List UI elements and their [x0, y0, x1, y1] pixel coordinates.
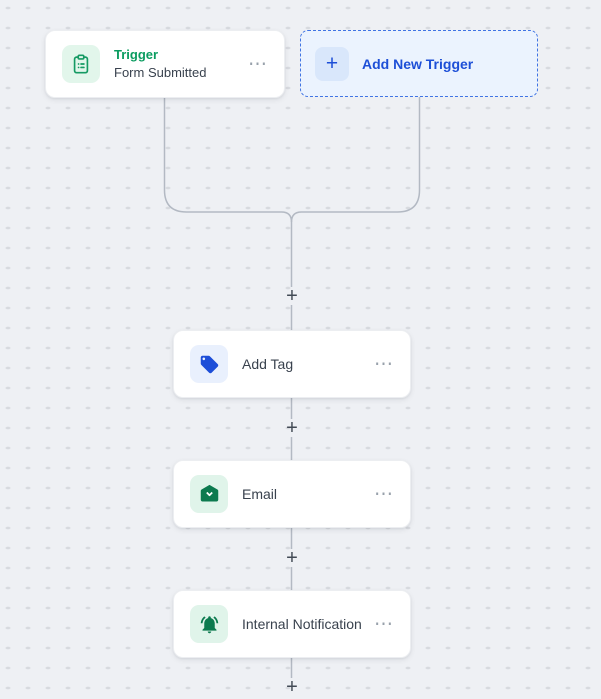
trigger-title: Trigger: [114, 47, 159, 63]
clipboard-icon: [62, 45, 100, 83]
action-card-add-tag[interactable]: Add Tag ⋯: [173, 330, 411, 398]
tag-icon: [190, 345, 228, 383]
trigger-card[interactable]: Trigger Form Submitted ⋯: [45, 30, 285, 98]
add-new-trigger-label: Add New Trigger: [362, 55, 474, 72]
add-step-button-2[interactable]: +: [286, 417, 298, 439]
connector-left-branch: [163, 98, 293, 223]
add-step-button-3[interactable]: +: [286, 547, 298, 569]
action-card-email[interactable]: Email ⋯: [173, 460, 411, 528]
action-label: Email: [242, 486, 278, 502]
trigger-menu-button[interactable]: ⋯: [248, 53, 268, 75]
trigger-subtitle: Form Submitted: [114, 65, 207, 80]
bell-icon: [190, 605, 228, 643]
action-label: Internal Notification: [242, 616, 362, 632]
action-menu-button[interactable]: ⋯: [374, 483, 394, 505]
action-card-internal-notification[interactable]: Internal Notification ⋯: [173, 590, 411, 658]
envelope-open-icon: [190, 475, 228, 513]
add-step-button-4[interactable]: +: [286, 676, 298, 698]
action-menu-button[interactable]: ⋯: [374, 613, 394, 635]
plus-icon: +: [315, 46, 349, 81]
action-label: Add Tag: [242, 356, 294, 372]
add-new-trigger-button[interactable]: + Add New Trigger: [300, 30, 538, 97]
action-menu-button[interactable]: ⋯: [374, 353, 394, 375]
add-step-button-1[interactable]: +: [286, 285, 298, 307]
connector-right-branch: [290, 97, 421, 223]
